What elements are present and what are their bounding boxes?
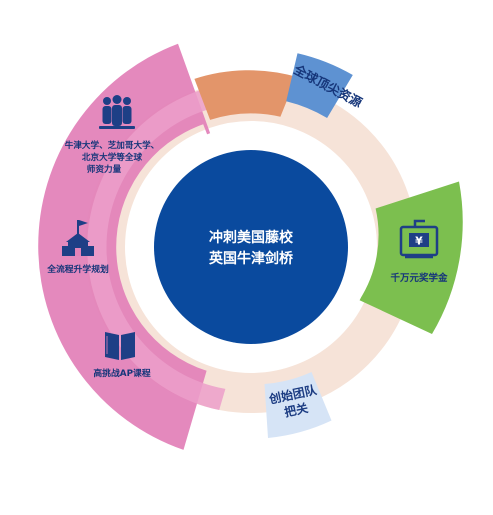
svg-text:¥: ¥ [415,235,423,248]
founders-label-line2: 把关 [283,400,310,420]
scholarship-label: 千万元奖学金 [390,272,448,284]
faculty-line1: 牛津大学、芝加哥大学、 [65,139,160,151]
ap-label: 高挑战AP课程 [93,367,150,379]
center-title-line1: 冲刺美国藤校 [209,229,294,246]
book-icon [105,332,135,360]
segment-orange [194,70,297,120]
faculty-line2: 北京大学等全球 [82,151,143,163]
segment-blue-resources [286,53,353,119]
center-circle [154,150,348,344]
center-title-line2: 英国牛津剑桥 [208,250,294,267]
faculty-line3: 师资力量 [87,163,122,175]
team-icon [99,95,135,129]
school-icon [62,220,94,256]
planning-label: 全流程升学规划 [46,263,109,275]
segment-pink-inner-band [87,85,226,411]
segment-lightblue-founders [264,372,332,438]
segment-pink-features [38,43,251,450]
yuan-box-icon: ¥ [399,219,439,259]
